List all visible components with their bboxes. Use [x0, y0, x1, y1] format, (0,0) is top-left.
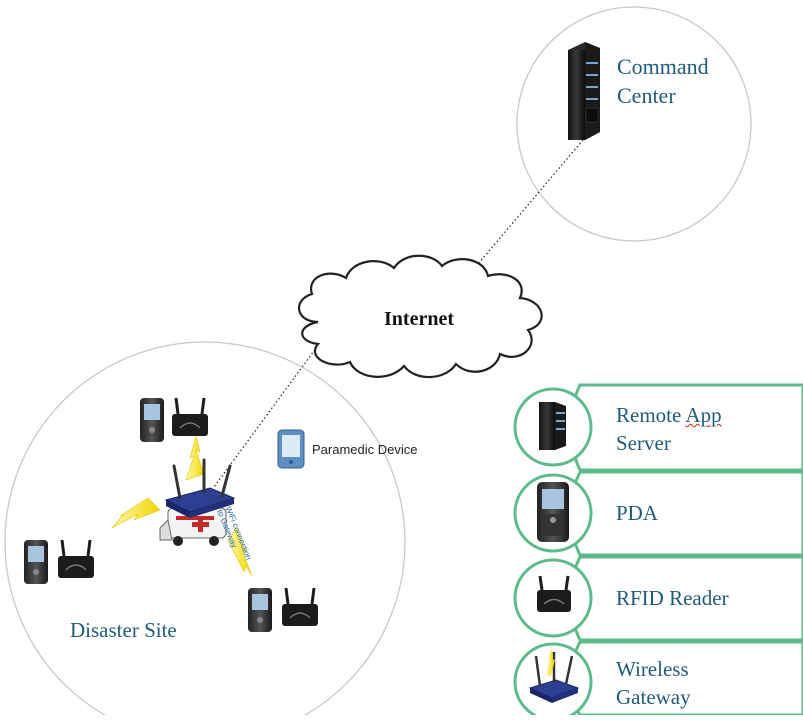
- legend-label-rfid-reader: RFID Reader: [616, 586, 729, 610]
- internet-cloud: [297, 254, 543, 379]
- legend: [513, 383, 803, 720]
- wireless-bolt-down: [227, 527, 253, 577]
- paramedic-device-icon: [277, 429, 305, 469]
- legend-label-remote: Remote: [616, 403, 686, 427]
- ambulance-icon: [159, 507, 227, 546]
- legend-server-icon: [539, 402, 566, 450]
- command-center-label-line2: Center: [617, 83, 676, 108]
- rfid-reader-bottom-icon: [282, 587, 318, 626]
- wireless-bolt-up: [185, 434, 205, 481]
- paramedic-device-label: Paramedic Device: [312, 442, 418, 457]
- legend-pda-icon: [537, 482, 569, 542]
- rfid-reader-top-icon: [172, 397, 208, 436]
- disaster-site-circle: [4, 341, 406, 720]
- command-center-circle: [516, 6, 752, 242]
- command-center-label: Command Center: [617, 52, 709, 110]
- command-server-icon: [568, 42, 600, 140]
- pda-top-icon: [140, 398, 164, 442]
- pda-left-icon: [24, 540, 48, 584]
- legend-label-server: Server: [616, 431, 671, 455]
- legend-label-app: App: [685, 403, 722, 427]
- pda-bottom-icon: [248, 588, 272, 632]
- wireless-bolt-left: [111, 497, 161, 529]
- legend-rfid-reader-icon: [537, 575, 571, 612]
- disaster-site-label: Disaster Site: [70, 618, 177, 642]
- legend-label-wireless: Wireless: [616, 657, 689, 681]
- link-internet-gateway: [213, 339, 323, 488]
- legend-label-pda: PDA: [616, 501, 659, 525]
- legend-wireless-gateway-icon: [528, 648, 580, 703]
- legend-label-wireless-gateway: Wireless Gateway: [616, 655, 691, 711]
- command-center-label-line1: Command: [617, 54, 709, 79]
- wireless-gateway-icon: [164, 458, 236, 518]
- legend-label-remote-app-server: Remote App Server: [616, 401, 722, 457]
- legend-row-2-box: [568, 470, 803, 557]
- legend-label-gateway: Gateway: [616, 685, 691, 709]
- link-command-internet: [477, 139, 584, 265]
- rfid-reader-left-icon: [58, 539, 94, 578]
- internet-label: Internet: [384, 308, 454, 330]
